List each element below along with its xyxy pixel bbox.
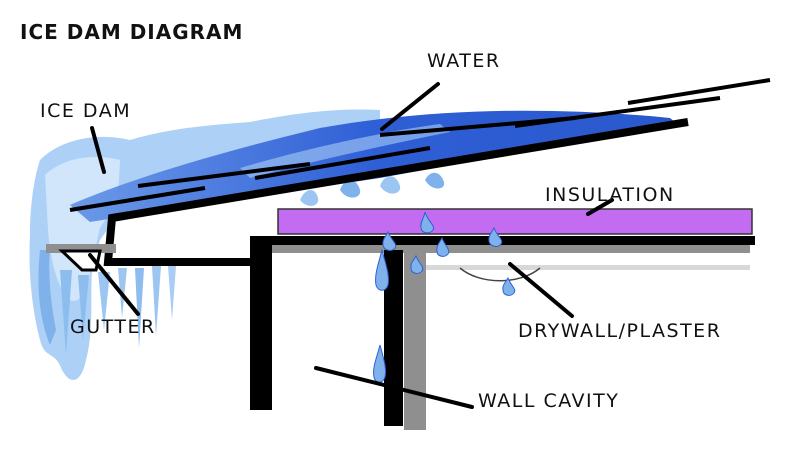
label-insulation: INSULATION bbox=[545, 184, 675, 206]
label-gutter: GUTTER bbox=[70, 316, 156, 338]
insulation-batt bbox=[277, 208, 753, 235]
water-droplets bbox=[373, 211, 516, 383]
diagram-title: ICE DAM DIAGRAM bbox=[20, 20, 244, 44]
walls bbox=[250, 236, 426, 430]
label-water: WATER bbox=[427, 50, 501, 72]
label-drywall: DRYWALL/PLASTER bbox=[518, 320, 722, 342]
ceiling bbox=[255, 236, 755, 282]
label-ice-dam: ICE DAM bbox=[40, 100, 132, 122]
roof-shingles bbox=[69, 78, 771, 212]
label-wall-cavity: WALL CAVITY bbox=[478, 390, 620, 412]
roof-deck bbox=[103, 118, 689, 266]
leader-lines bbox=[88, 82, 614, 409]
